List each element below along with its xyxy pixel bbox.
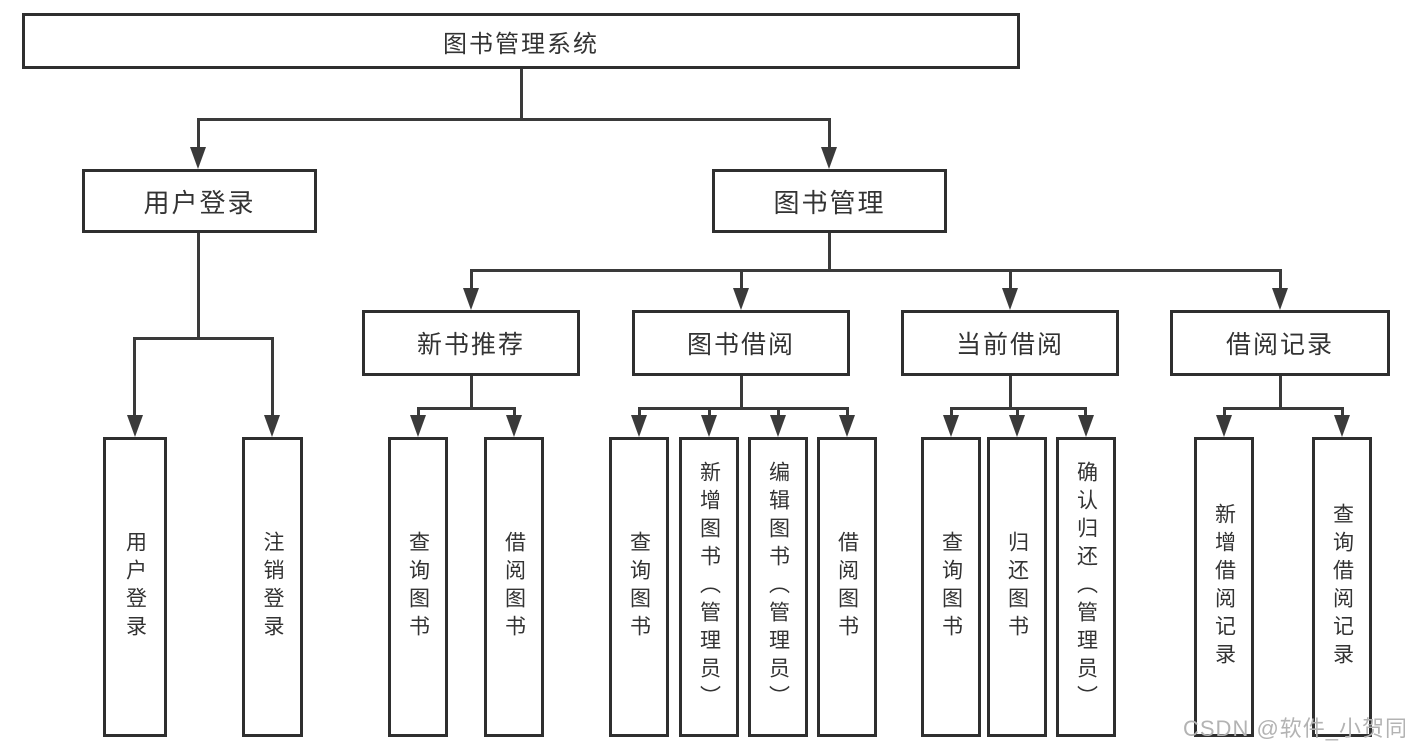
arrow-down-icon [264, 415, 280, 437]
edge-line [197, 118, 831, 121]
node-label: 借阅图书 [502, 531, 526, 643]
edge-line [470, 269, 1282, 272]
node-label: 查询图书 [627, 531, 651, 643]
arrow-down-icon [701, 415, 717, 437]
arrow-down-icon [1002, 288, 1018, 310]
edge-line [638, 407, 849, 410]
edge-line [950, 407, 953, 419]
arrow-down-icon [1078, 415, 1094, 437]
arrow-down-icon [1334, 415, 1350, 437]
edge-line [1279, 269, 1282, 290]
node-label: 新书推荐 [416, 331, 525, 359]
node-leaf-add-book-admin: 新增图书（管理员） [679, 437, 739, 737]
node-label: 确认归还（管理员） [1074, 461, 1098, 713]
arrow-down-icon [506, 415, 522, 437]
node-label: 归还图书 [1005, 531, 1029, 643]
node-label: 查询图书 [406, 531, 430, 643]
edge-line [1223, 407, 1226, 419]
edge-line [197, 118, 200, 152]
node-user-login: 用户登录 [82, 169, 317, 233]
edge-line [1084, 407, 1087, 419]
node-leaf-query-books-borrowing: 查询图书 [609, 437, 669, 737]
node-leaf-borrow-books-borrowing: 借阅图书 [817, 437, 877, 737]
edge-line [828, 233, 831, 272]
node-leaf-query-books-recommend: 查询图书 [388, 437, 448, 737]
node-label: 查询图书 [939, 531, 963, 643]
arrow-down-icon [1009, 415, 1025, 437]
node-label: 借阅图书 [835, 531, 859, 643]
node-leaf-query-borrow-record: 查询借阅记录 [1312, 437, 1372, 737]
node-label: 图书借阅 [686, 331, 795, 359]
csdn-watermark: CSDN @软件_小贺同学 [1183, 716, 1405, 741]
node-leaf-user-login: 用户登录 [103, 437, 167, 737]
edge-line [271, 337, 274, 417]
arrow-down-icon [631, 415, 647, 437]
node-book-management: 图书管理 [712, 169, 947, 233]
edge-line [133, 337, 274, 340]
node-label: 新增图书（管理员） [697, 461, 721, 713]
arrow-down-icon [1216, 415, 1232, 437]
edge-line [513, 407, 516, 419]
edge-line [470, 376, 473, 410]
edge-line [1009, 269, 1012, 290]
node-leaf-add-borrow-record: 新增借阅记录 [1194, 437, 1254, 737]
edge-line [417, 407, 420, 419]
node-label: 查询借阅记录 [1330, 503, 1354, 671]
edge-line [1009, 376, 1012, 410]
arrow-down-icon [821, 147, 837, 169]
node-leaf-borrow-books-recommend: 借阅图书 [484, 437, 544, 737]
node-label: 借阅记录 [1225, 331, 1334, 359]
node-leaf-confirm-return-admin: 确认归还（管理员） [1056, 437, 1116, 737]
edge-line [1341, 407, 1344, 419]
edge-line [417, 407, 516, 410]
node-leaf-return-books: 归还图书 [987, 437, 1047, 737]
edge-line [1016, 407, 1019, 419]
node-label: 当前借阅 [955, 331, 1064, 359]
arrow-down-icon [127, 415, 143, 437]
edge-line [828, 118, 831, 152]
node-new-book-recommend: 新书推荐 [362, 310, 580, 376]
edge-line [1279, 376, 1282, 410]
arrow-down-icon [463, 288, 479, 310]
edge-line [133, 337, 136, 417]
edge-line [708, 407, 711, 419]
edge-line [740, 269, 743, 290]
node-leaf-logout: 注销登录 [242, 437, 303, 737]
node-leaf-query-books-current: 查询图书 [921, 437, 981, 737]
node-current-borrowing: 当前借阅 [901, 310, 1119, 376]
edge-line [846, 407, 849, 419]
arrow-down-icon [190, 147, 206, 169]
edge-line [638, 407, 641, 419]
node-library-system: 图书管理系统 [22, 13, 1020, 69]
node-leaf-edit-book-admin: 编辑图书（管理员） [748, 437, 808, 737]
node-label: 用户登录 [123, 531, 147, 643]
node-label: 用户登录 [143, 187, 256, 218]
node-label: 注销登录 [261, 531, 284, 643]
edge-line [1223, 407, 1343, 410]
arrow-down-icon [733, 288, 749, 310]
edge-line [197, 233, 200, 340]
node-label: 新增借阅记录 [1212, 503, 1236, 671]
node-label: 编辑图书（管理员） [766, 461, 790, 713]
node-book-borrowing: 图书借阅 [632, 310, 850, 376]
arrow-down-icon [410, 415, 426, 437]
edge-line [777, 407, 780, 419]
arrow-down-icon [770, 415, 786, 437]
node-borrow-records: 借阅记录 [1170, 310, 1390, 376]
edge-line [520, 69, 523, 121]
arrow-down-icon [1272, 288, 1288, 310]
arrow-down-icon [839, 415, 855, 437]
edge-line [740, 376, 743, 410]
node-label: 图书管理系统 [443, 30, 599, 58]
node-label: 图书管理 [773, 187, 886, 218]
edge-line [470, 269, 473, 290]
arrow-down-icon [943, 415, 959, 437]
